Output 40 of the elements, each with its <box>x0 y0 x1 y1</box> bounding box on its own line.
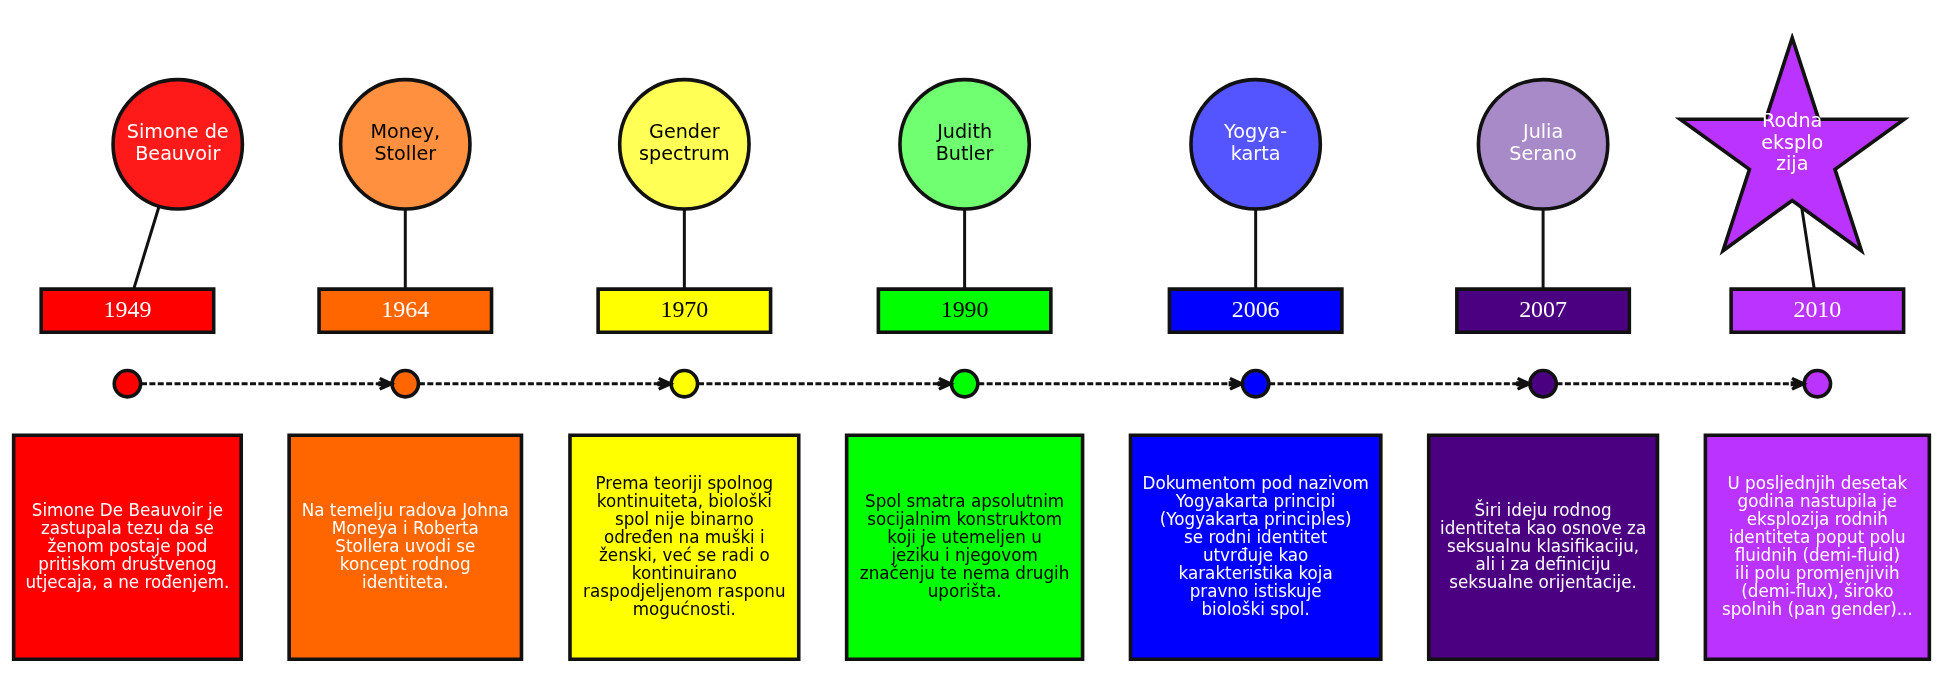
node-box: 2006 <box>1167 286 1344 334</box>
node-box: Prema teoriji spolnog kontinuiteta, biološki spol nije binarno određen na muški i ženski, već se radi o kontinuirano raspodjeljenom rasponu mogućnosti. <box>568 432 801 661</box>
node-box: Spol smatra apsolutnim socijalnim konstruktom koji je utemeljen u jeziku i njegovom značenju te nema drugih uporišta. <box>844 432 1085 661</box>
node-box: 1964 <box>317 286 494 334</box>
arrow <box>1556 376 1806 391</box>
node-circle <box>390 368 421 399</box>
node-box: Dokumentom pod nazivom Yogyakarta principi (Yogyakarta principles) se rodni identitet utvrđuje kao karakteristika koja pravno istiskuje biološki spol. <box>1128 432 1383 661</box>
connector <box>403 208 407 289</box>
connector <box>1541 208 1545 289</box>
node-circle <box>669 368 700 399</box>
node-box: 2007 <box>1455 286 1632 334</box>
arrow <box>418 376 673 391</box>
arrow <box>141 376 394 391</box>
node-box: 1949 <box>39 286 216 334</box>
node-circle: Gender spectrum <box>617 77 751 211</box>
arrow <box>698 376 953 391</box>
node-box: 1970 <box>596 286 773 334</box>
connector <box>132 205 161 289</box>
node-circle <box>1528 368 1559 399</box>
connector <box>1800 206 1816 289</box>
node-box: Na temelju radova Johna Moneya i Roberta Stollera uvodi se koncept rodnog identiteta. <box>287 432 524 661</box>
arrow <box>978 376 1244 391</box>
node-box: 1990 <box>876 286 1053 334</box>
node-box: 2010 <box>1729 286 1906 334</box>
node-circle: Money, Stoller <box>338 77 472 211</box>
node-circle <box>949 368 980 399</box>
node-circle: Simone de Beauvoir <box>111 77 245 211</box>
arrow <box>1269 376 1532 391</box>
node-circle <box>1240 368 1271 399</box>
connector <box>963 208 967 289</box>
node-circle: Yogya-karta <box>1189 77 1323 211</box>
node-box: Širi ideju rodnog identiteta kao osnove za seksualnu klasifikaciju, ali i za definiciju seksualne orijentacije. <box>1426 432 1660 661</box>
connector <box>1254 208 1258 289</box>
connector <box>682 208 686 289</box>
node-circle: Julia Serano <box>1476 77 1610 211</box>
node-circle: Judith Butler <box>898 77 1032 211</box>
node-circle <box>1802 368 1833 399</box>
node-box: U posljednjih desetak godina nastupila je eksplozija rodnih identiteta poput polu fluidnih (demi-fluid) ili polu promjenjivih (demi-flux), široko spolnih (pan gender)... <box>1703 432 1932 661</box>
node-circle <box>112 368 143 399</box>
node-box: Simone De Beauvoir je zastupala tezu da se ženom postaje pod pritiskom društvenog utjecaja, a ne rođenjem. <box>11 432 243 661</box>
